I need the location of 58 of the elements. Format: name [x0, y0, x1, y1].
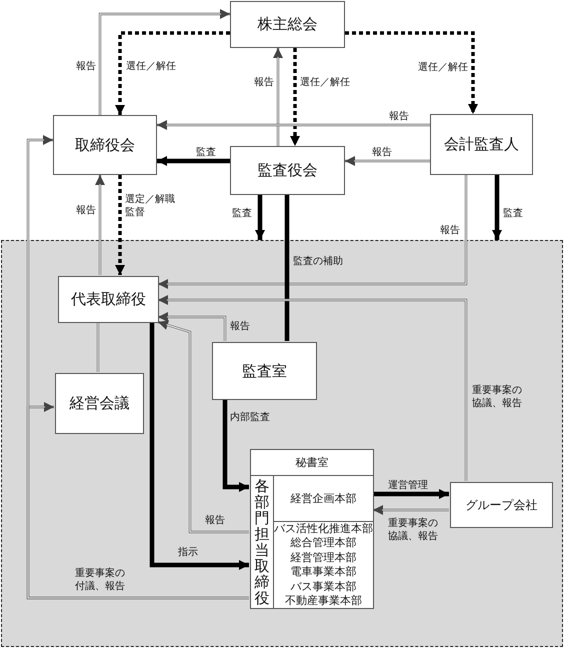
edge-label: 重要事案の協議、報告 — [472, 384, 523, 410]
edge-label: 内部監査 — [230, 411, 270, 424]
edge-label: 報告 — [254, 76, 274, 89]
double-line-arrow — [157, 120, 430, 130]
org-box: 会計監査人 — [430, 114, 533, 175]
edge-label: 運営管理 — [388, 479, 428, 492]
double-line-arrow — [158, 320, 249, 534]
org-box: 監査室 — [212, 342, 317, 400]
edge-label: 報告 — [230, 320, 250, 333]
connector-line — [96, 322, 100, 372]
edge-label: 報告 — [76, 60, 96, 73]
edge-label: 選定／解職監督 — [125, 193, 176, 219]
arrow — [255, 195, 265, 240]
org-box: 経営会議 — [55, 373, 144, 434]
edge-label: 監査 — [232, 207, 252, 220]
org-box: グループ会社 — [450, 482, 553, 528]
double-line-arrow — [26, 135, 249, 600]
double-line-arrow — [98, 9, 230, 115]
table-cell: 経営企画本部 — [273, 475, 374, 522]
edge-label: 監査 — [196, 146, 216, 159]
edge-label: 監査の補助 — [293, 255, 343, 268]
edge-label: 指示 — [178, 546, 198, 559]
edge-label: 選任／解任 — [418, 61, 468, 74]
dotted-arrow — [345, 31, 478, 114]
table-cell: バス活性化推進本部 総合管理本部 経営管理本部 電車事業本部 バス事業本部 不動産事業本部 — [273, 521, 374, 609]
edge-label: 重要事案の付議、報告 — [75, 567, 126, 593]
edge-label: 監査 — [503, 207, 523, 220]
double-line-arrow — [158, 175, 468, 289]
arrow — [492, 175, 502, 240]
arrow — [222, 399, 249, 492]
double-line-arrow — [273, 48, 283, 146]
double-line-arrow — [158, 295, 468, 481]
table-cell: 秘書室 — [250, 449, 374, 476]
dotted-arrow — [115, 31, 230, 115]
edge-label: 報告 — [440, 224, 460, 237]
org-box: 取締役会 — [53, 115, 157, 175]
shaded-area — [1, 240, 563, 647]
org-box: 代表取締役 — [58, 276, 159, 323]
edge-label: 報告 — [76, 204, 96, 217]
org-box: 株主総会 — [230, 1, 345, 48]
double-line-arrow — [373, 505, 449, 515]
dotted-arrow — [290, 48, 300, 146]
org-box: 監査役会 — [230, 146, 345, 195]
edge-label: 選任／解任 — [300, 76, 350, 89]
arrow — [373, 489, 449, 499]
edge-label: 報告 — [205, 514, 225, 527]
double-line-arrow — [345, 156, 430, 166]
dotted-arrow — [115, 175, 125, 275]
edge-label: 報告 — [372, 146, 392, 159]
arrow — [157, 156, 230, 166]
edge-label: 選任／解任 — [126, 60, 176, 73]
edge-label: 報告 — [389, 110, 409, 123]
double-line-arrow — [95, 175, 105, 275]
arrow — [150, 322, 249, 570]
connector-line — [284, 195, 290, 341]
column-cell: 各部門担当取締役 — [250, 475, 274, 609]
edge-label: 重要事案の協議、報告 — [388, 517, 439, 543]
double-line-arrow — [158, 312, 226, 341]
